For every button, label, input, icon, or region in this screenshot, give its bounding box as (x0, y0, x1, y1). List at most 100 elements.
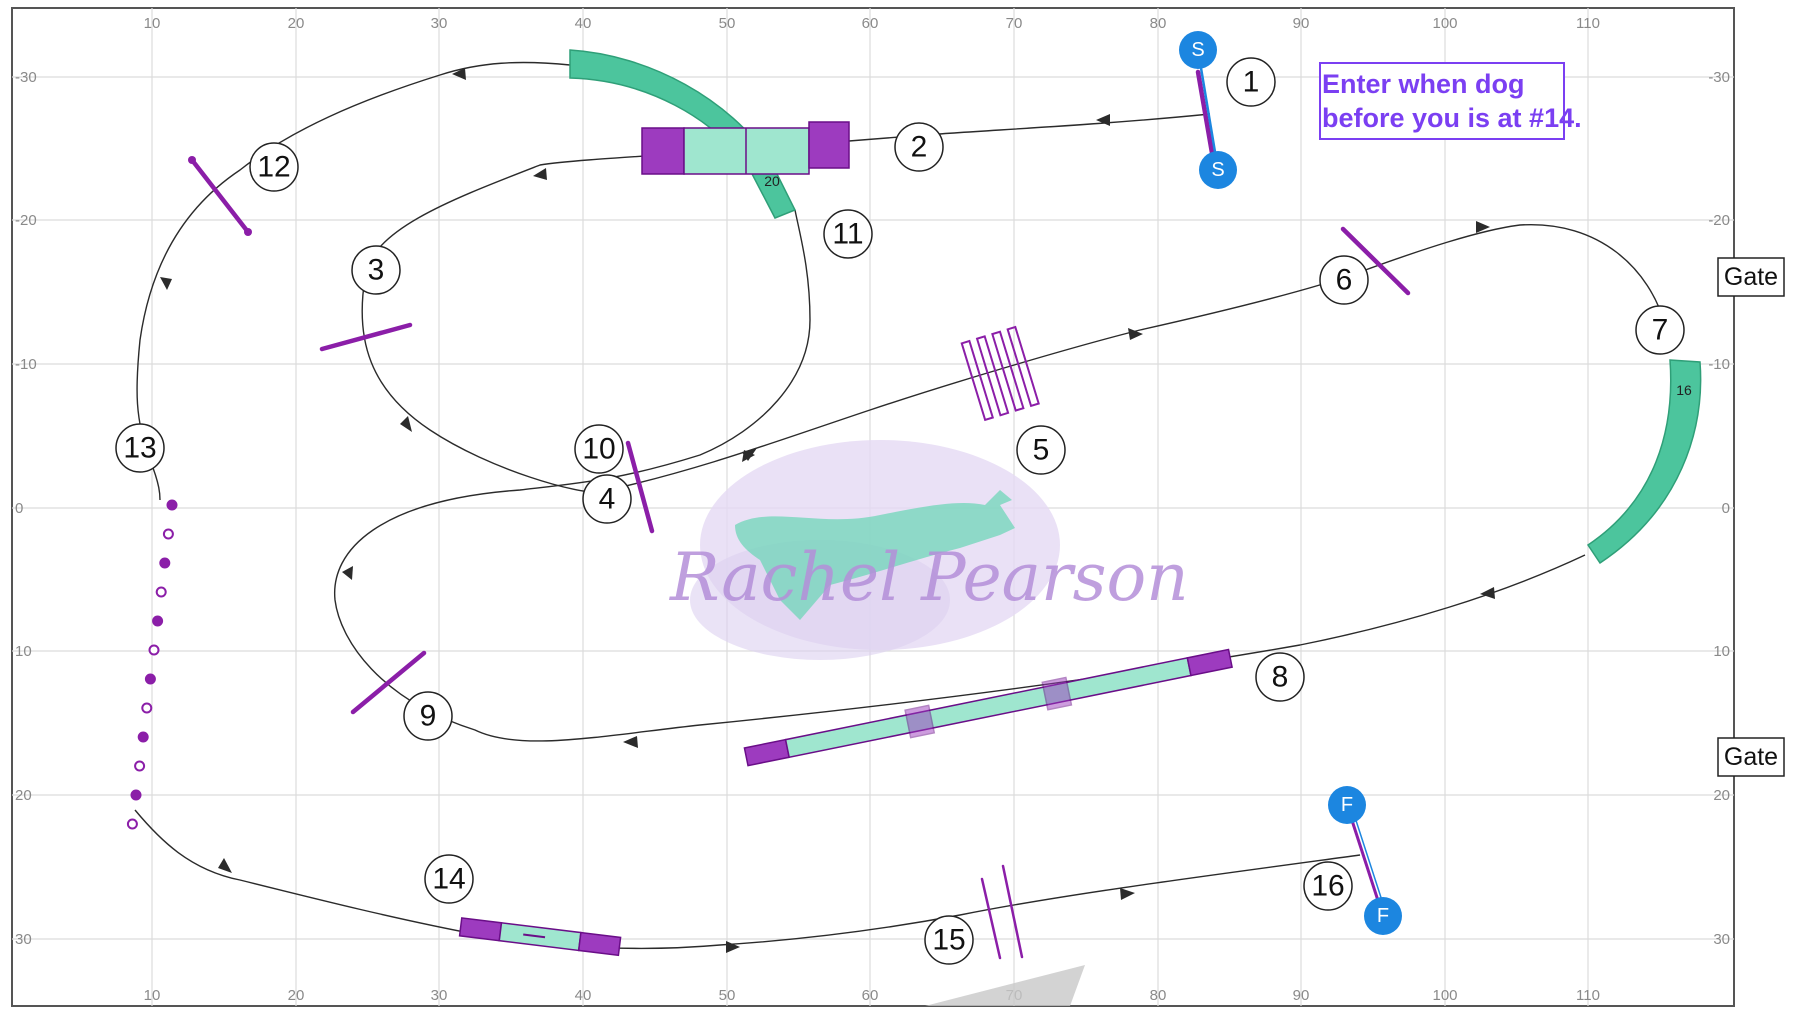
weave-pole (130, 789, 142, 801)
start-line: S S (1179, 31, 1237, 189)
weave-pole (137, 731, 149, 743)
tunnel-right: 16 (1586, 359, 1702, 565)
weave-pole (152, 615, 164, 627)
svg-text:9: 9 (420, 700, 437, 733)
x-tick-top: 60 (862, 15, 879, 32)
note-line-2: before you is at #14. (1322, 103, 1582, 133)
start-marker-top-label: S (1191, 39, 1204, 61)
obstacle-number-8: 8 (1255, 652, 1305, 702)
x-tick-bottom: 110 (1576, 987, 1600, 1004)
arrow-2 (533, 168, 547, 180)
gate-bottom-label: Gate (1724, 743, 1778, 771)
note-line-1: Enter when dog (1322, 69, 1525, 99)
x-tick-bottom: 20 (288, 987, 305, 1004)
y-tick-right: 30 (1713, 931, 1730, 948)
obstacle-number-7: 7 (1635, 305, 1685, 355)
svg-text:16: 16 (1311, 870, 1344, 903)
tunnel-top-label: 20 (764, 173, 780, 189)
x-tick-bottom: 10 (144, 987, 161, 1004)
weave-pole (134, 760, 146, 772)
x-tick-bottom: 60 (862, 987, 879, 1004)
x-tick-bottom: 80 (1150, 987, 1167, 1004)
y-tick-left: 20 (15, 787, 32, 804)
svg-text:7: 7 (1652, 314, 1669, 347)
svg-text:6: 6 (1336, 264, 1353, 297)
y-tick-left: 10 (15, 643, 32, 660)
x-tick-top: 50 (719, 15, 736, 32)
jump-15 (980, 864, 1024, 960)
svg-text:11: 11 (832, 218, 863, 251)
x-tick-bottom: 90 (1293, 987, 1310, 1004)
y-tick-right: -30 (1708, 69, 1730, 86)
finish-line: F F (1328, 786, 1402, 935)
arrow-6 (1476, 221, 1490, 233)
jump-9 (350, 650, 427, 715)
obstacle-number-5: 5 (1016, 425, 1066, 475)
y-tick-right: 0 (1722, 500, 1730, 517)
jump-3 (319, 322, 413, 352)
svg-text:3: 3 (368, 254, 385, 287)
jump-10 (625, 440, 655, 534)
arrow-8 (623, 736, 638, 748)
arrow-9 (342, 566, 353, 580)
y-tick-right: -10 (1708, 356, 1730, 373)
finish-marker-bottom-label: F (1377, 905, 1389, 927)
ring-edge-shape (925, 965, 1085, 1006)
y-tick-left: -30 (15, 69, 37, 86)
watermark: Rachel Pearson (669, 440, 1189, 660)
weave-pole (162, 528, 174, 540)
x-tick-top: 70 (1006, 15, 1023, 32)
x-tick-top: 110 (1576, 15, 1600, 32)
obstacle-number-4: 4 (582, 474, 632, 524)
svg-text:2: 2 (911, 131, 928, 164)
finish-marker-top-label: F (1341, 794, 1353, 816)
weave-pole (159, 557, 171, 569)
entry-note: Enter when dog before you is at #14. (1319, 62, 1582, 140)
x-tick-bottom: 40 (575, 987, 592, 1004)
weave-pole (155, 586, 167, 598)
y-tick-right: -20 (1708, 212, 1730, 229)
obstacle-number-9: 9 (403, 691, 453, 741)
x-tick-bottom: 50 (719, 987, 736, 1004)
obstacle-number-2: 2 (894, 122, 944, 172)
svg-text:1: 1 (1243, 66, 1260, 99)
weave-poles (126, 499, 178, 830)
grid (12, 8, 1734, 1006)
x-tick-top: 30 (431, 15, 448, 32)
obstacle-number-13: 13 (115, 423, 165, 473)
dog-silhouette (735, 490, 1015, 620)
obstacle-number-3: 3 (351, 245, 401, 295)
svg-text:15: 15 (932, 924, 965, 957)
weave-pole (166, 499, 178, 511)
x-tick-top: 10 (144, 15, 161, 32)
start-marker-top (1179, 31, 1217, 69)
x-tick-bottom: 30 (431, 987, 448, 1004)
svg-text:8: 8 (1272, 661, 1289, 694)
obstacle-number-14: 14 (424, 854, 474, 904)
svg-text:12: 12 (257, 151, 290, 184)
obstacle-number-16: 16 (1303, 861, 1353, 911)
x-tick-top: 40 (575, 15, 592, 32)
weave-pole (144, 673, 156, 685)
gate-top: Gate (1717, 257, 1785, 297)
gate-bottom: Gate (1717, 737, 1785, 777)
y-tick-left: 0 (15, 500, 23, 517)
x-tick-bottom: 100 (1432, 987, 1457, 1004)
table-obstacle (641, 121, 850, 175)
arrow-12 (160, 277, 172, 290)
arrow-10 (742, 448, 757, 461)
watermark-text: Rachel Pearson (669, 539, 1189, 616)
arrow-11 (452, 68, 466, 80)
arrow-14 (726, 941, 740, 953)
svg-text:4: 4 (599, 483, 616, 516)
svg-text:13: 13 (123, 432, 156, 465)
jump-6 (1340, 226, 1411, 296)
y-tick-right: 20 (1713, 787, 1730, 804)
y-tick-left: 30 (15, 931, 32, 948)
arrow-5 (1128, 328, 1143, 340)
obstacle-number-15: 15 (924, 915, 974, 965)
gate-top-label: Gate (1724, 263, 1778, 291)
finish-marker-top (1328, 786, 1366, 824)
svg-text:10: 10 (582, 433, 615, 466)
